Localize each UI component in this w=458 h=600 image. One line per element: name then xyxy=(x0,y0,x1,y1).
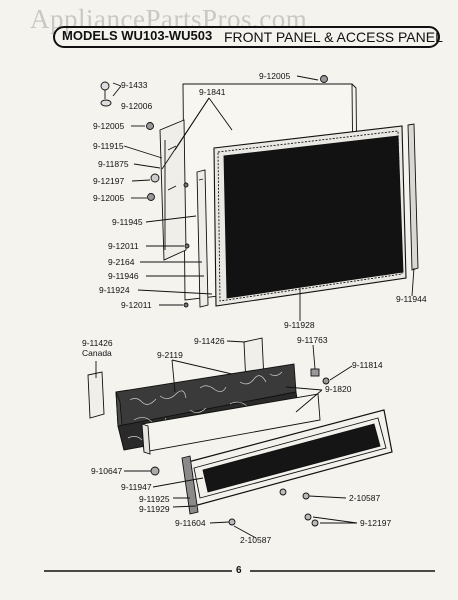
label-9-12005-left: 9-12005 xyxy=(93,121,125,131)
label-9-12197-left: 9-12197 xyxy=(93,176,125,186)
screw xyxy=(184,243,190,249)
access-panel-grille xyxy=(202,423,381,493)
header-title: FRONT PANEL & ACCESS PANEL xyxy=(224,29,443,45)
screw-nut xyxy=(146,122,154,130)
screw xyxy=(311,519,319,527)
thumb-screw xyxy=(150,466,160,476)
label-9-11604: 9-11604 xyxy=(175,518,206,528)
screw xyxy=(302,492,310,500)
screw xyxy=(100,81,110,91)
label-9-11929: 9-11929 xyxy=(139,504,170,514)
label-9-1820: 9-1820 xyxy=(325,384,352,394)
label-9-12011-b: 9-12011 xyxy=(121,300,152,310)
label-9-12005-lower: 9-12005 xyxy=(93,193,125,203)
screw xyxy=(304,513,312,521)
label-9-11944: 9-11944 xyxy=(396,294,427,304)
label-9-11928: 9-11928 xyxy=(284,320,315,330)
label-9-10647: 9-10647 xyxy=(91,466,123,476)
label-9-11925: 9-11925 xyxy=(139,494,170,504)
label-9-12006: 9-12006 xyxy=(121,101,153,111)
label-9-12197-right: 9-12197 xyxy=(360,518,392,528)
header-models: MODELS WU103-WU503 xyxy=(62,28,213,43)
label-canada: Canada xyxy=(82,348,112,358)
access-panel-gasket xyxy=(181,455,199,515)
label-2-10587-bottom: 2-10587 xyxy=(240,535,272,545)
clip xyxy=(310,368,320,377)
label-9-11814: 9-11814 xyxy=(352,360,383,370)
screw-nut xyxy=(147,193,155,201)
left-bracket xyxy=(159,119,187,261)
label-9-12011-a: 9-12011 xyxy=(108,241,139,251)
label-9-11763: 9-11763 xyxy=(297,335,328,345)
label-9-11426: 9-11426 xyxy=(194,336,225,346)
label-9-1841: 9-1841 xyxy=(199,87,226,97)
label-9-1433: 9-1433 xyxy=(121,80,148,90)
label-9-2164: 9-2164 xyxy=(108,257,135,267)
label-9-12005-top: 9-12005 xyxy=(259,71,291,81)
label-9-11875: 9-11875 xyxy=(98,159,129,169)
watermark-text: AppliancePartsPros.com xyxy=(30,4,308,34)
screw xyxy=(183,182,189,188)
screw xyxy=(279,488,287,496)
screw xyxy=(228,518,236,526)
header-banner xyxy=(53,26,440,48)
screw xyxy=(183,302,189,308)
canada-bracket xyxy=(87,371,105,419)
label-9-11946: 9-11946 xyxy=(108,271,139,281)
label-2-10587-right: 2-10587 xyxy=(349,493,381,503)
washer xyxy=(100,99,112,107)
label-9-11924: 9-11924 xyxy=(99,285,130,295)
page-number: 6 xyxy=(236,565,242,576)
label-9-11426-canada: 9-11426 xyxy=(82,338,113,348)
bracket-hinge xyxy=(150,173,160,183)
label-9-11945: 9-11945 xyxy=(112,217,143,227)
screw xyxy=(322,377,330,385)
label-9-11915: 9-11915 xyxy=(93,141,124,151)
right-trim-strip xyxy=(407,123,419,271)
label-9-11947: 9-11947 xyxy=(121,482,152,492)
label-9-2119: 9-2119 xyxy=(157,350,183,360)
front-panel xyxy=(223,135,404,299)
screw-top-right xyxy=(320,75,328,83)
